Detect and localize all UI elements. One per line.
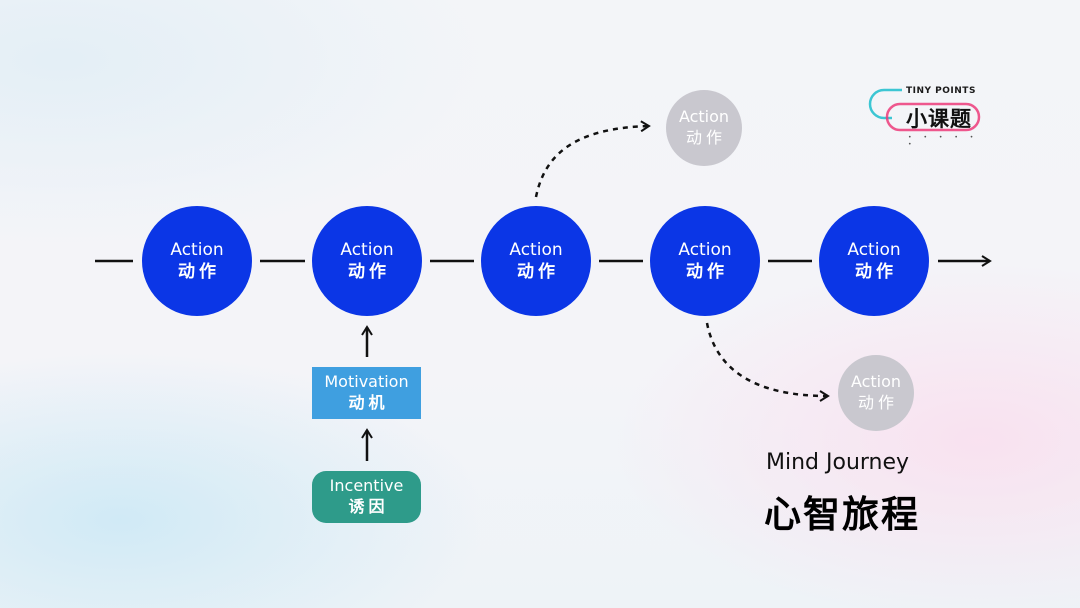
branch-up-curve — [534, 120, 651, 198]
action-node-3-label-en: Action — [509, 239, 563, 260]
action-node-1-label-zh: 动作 — [178, 261, 220, 282]
incentive-box: Incentive 诱因 — [312, 471, 421, 523]
action-node-2-label-zh: 动作 — [348, 261, 390, 282]
brand-dots: • • • • • • — [908, 134, 979, 148]
action-node-4-label-zh: 动作 — [686, 261, 728, 282]
action-node-2-label-en: Action — [340, 239, 394, 260]
branch-action-down-label-zh: 动作 — [857, 393, 898, 412]
branch-action-down: Action 动作 — [838, 355, 914, 431]
action-node-5: Action 动作 — [819, 206, 929, 316]
branch-action-up: Action 动作 — [666, 90, 742, 166]
action-node-1: Action 动作 — [142, 206, 252, 316]
action-node-4: Action 动作 — [650, 206, 760, 316]
action-node-1-label-en: Action — [170, 239, 224, 260]
motivation-label-en: Motivation — [324, 372, 409, 391]
brand-loop — [868, 88, 981, 132]
action-node-3: Action 动作 — [481, 206, 591, 316]
action-node-3-label-zh: 动作 — [517, 261, 559, 282]
incentive-label-zh: 诱因 — [348, 497, 389, 516]
brand-name: 小课题 — [906, 107, 972, 131]
action-node-5-label-en: Action — [847, 239, 901, 260]
brand-logo: TINY POINTS 小课题 • • • • • • — [870, 84, 990, 148]
incentive-label-en: Incentive — [329, 476, 404, 495]
action-node-2: Action 动作 — [312, 206, 422, 316]
title-english: Mind Journey — [766, 450, 910, 475]
action-node-5-label-zh: 动作 — [855, 261, 897, 282]
action-node-4-label-en: Action — [678, 239, 732, 260]
branch-action-up-label-zh: 动作 — [685, 128, 726, 147]
title-chinese: 心智旅程 — [764, 493, 920, 536]
branch-action-up-label-en: Action — [678, 107, 730, 126]
motivation-box: Motivation 动机 — [312, 367, 421, 419]
branch-down-curve — [705, 322, 830, 402]
motivation-label-zh: 动机 — [348, 393, 389, 412]
brand-tagline: TINY POINTS — [906, 86, 976, 96]
branch-action-down-label-en: Action — [850, 372, 902, 391]
